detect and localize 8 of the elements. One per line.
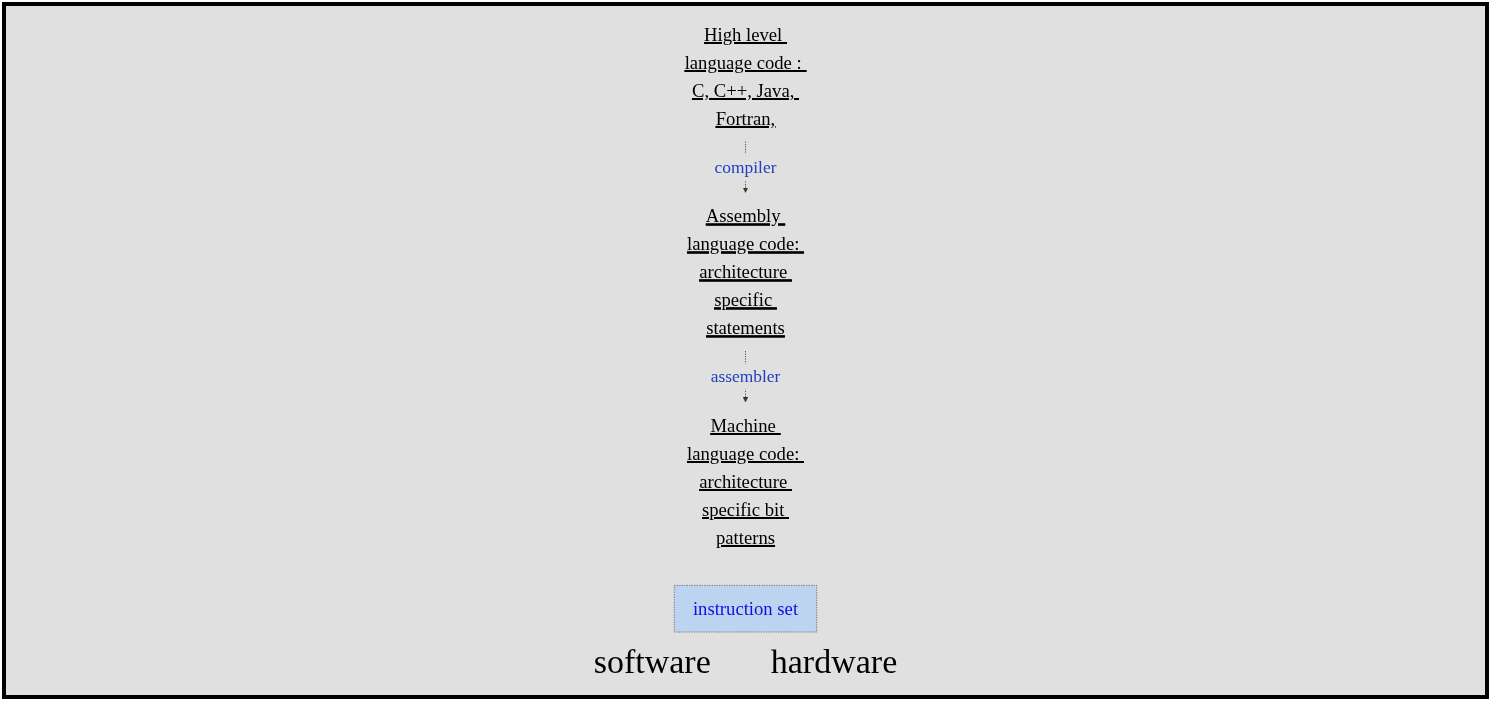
layer-label: hardware bbox=[770, 643, 898, 681]
layer-label: software bbox=[593, 643, 711, 681]
node-text: Machine language code: architecture specific bit patterns bbox=[686, 415, 800, 548]
node-box: instruction set bbox=[673, 585, 818, 633]
edge-label: assembler bbox=[710, 366, 781, 386]
node-text: Assembly language code: architecture specific statements bbox=[686, 205, 800, 338]
edge-label: compiler bbox=[714, 157, 777, 177]
node-text: High level language code : C, C++, Java, Fortran, bbox=[684, 24, 802, 129]
